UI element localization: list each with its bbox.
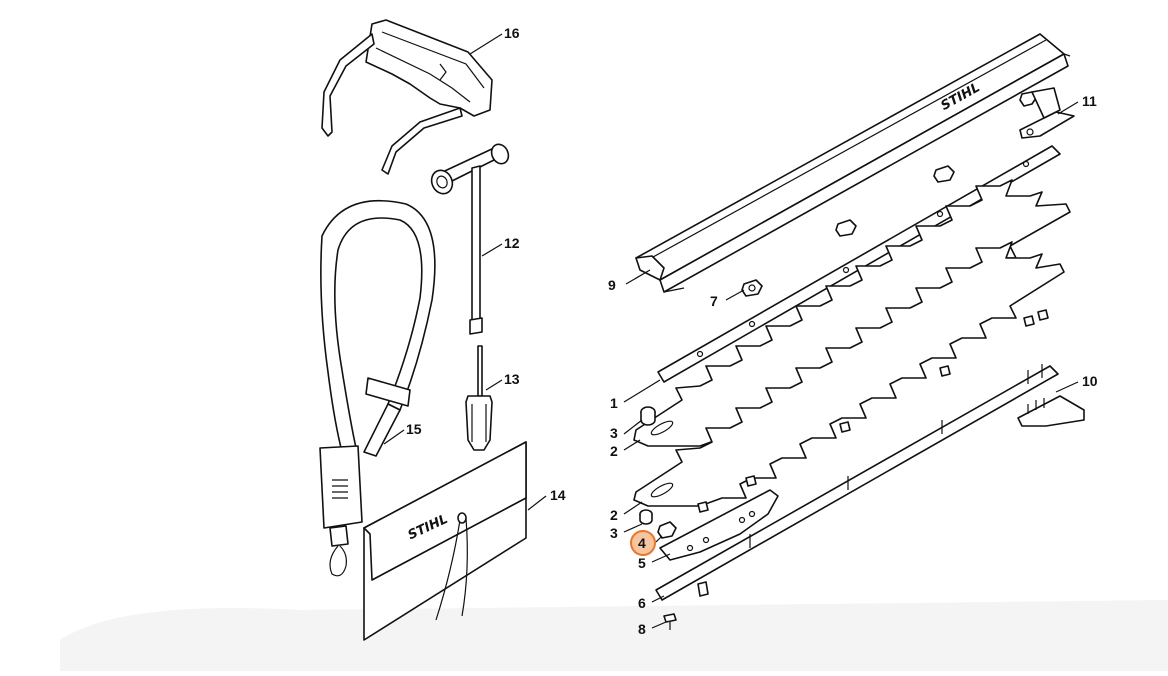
callout-2a: 2 xyxy=(610,443,618,459)
callout-12: 12 xyxy=(504,235,520,251)
spacer-sleeves xyxy=(639,309,1049,525)
callout-1: 1 xyxy=(610,395,618,411)
callout-13: 13 xyxy=(504,371,520,387)
callout-3b: 3 xyxy=(610,525,618,541)
leader-lines xyxy=(383,33,1079,629)
tool-bag xyxy=(363,441,527,641)
screwdriver xyxy=(465,345,493,451)
callout-16: 16 xyxy=(504,25,520,41)
callout-3a: 3 xyxy=(610,425,618,441)
callout-14: 14 xyxy=(550,487,566,503)
t-handle-wrench xyxy=(430,143,510,335)
end-bracket xyxy=(1017,395,1085,427)
callout-4[interactable]: 4 xyxy=(638,535,646,551)
carrying-strap xyxy=(319,200,436,577)
callout-6: 6 xyxy=(638,595,646,611)
callout-2b: 2 xyxy=(610,507,618,523)
guide-rail xyxy=(655,364,1059,601)
lower-cutting-blade xyxy=(633,241,1065,507)
callout-11: 11 xyxy=(1082,93,1097,109)
safety-glasses xyxy=(321,19,493,175)
callout-7: 7 xyxy=(710,293,718,309)
hex-nut xyxy=(741,91,1037,297)
highlight-ring xyxy=(630,530,656,556)
guard-bracket xyxy=(1019,87,1075,139)
blade-guard xyxy=(635,33,1071,293)
callout-9: 9 xyxy=(608,277,616,293)
callout-10: 10 xyxy=(1082,373,1098,389)
screw xyxy=(663,613,677,630)
callout-8: 8 xyxy=(638,621,646,637)
callout-5: 5 xyxy=(638,555,646,571)
callout-15: 15 xyxy=(406,421,422,437)
stripper-plate xyxy=(659,489,779,561)
cover-plate xyxy=(657,145,1061,383)
small-nut xyxy=(657,521,677,539)
